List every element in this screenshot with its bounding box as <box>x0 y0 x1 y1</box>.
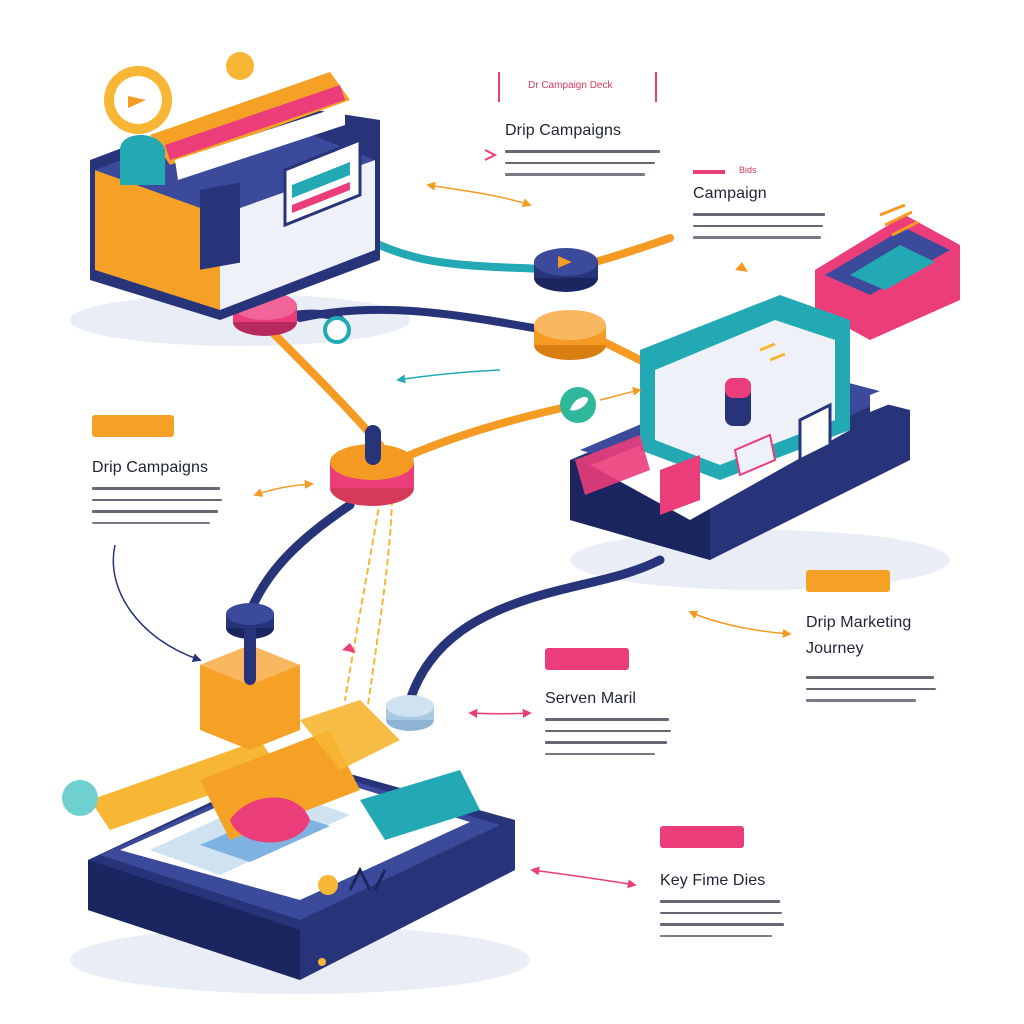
text-block-3: Drip Campaigns <box>92 415 232 533</box>
block-4-title-line2: Journey <box>806 640 864 657</box>
block-6-text-lines <box>660 900 800 938</box>
block-3-tag <box>92 415 174 437</box>
block-3-text-lines <box>92 487 232 525</box>
block-2-tag-row: Bids <box>693 165 833 179</box>
block-2-tag-bar <box>693 170 725 174</box>
block-6-title: Key Fime Dies <box>660 872 766 889</box>
node-lightblue <box>386 695 434 731</box>
text-block-4: Drip Marketing Journey <box>806 570 946 711</box>
text-block-5: Serven Maril <box>545 648 685 764</box>
top-right-card <box>735 203 960 340</box>
block-4-text-lines <box>806 676 946 702</box>
block-2-title: Campaign <box>693 185 767 202</box>
text-block-1: Drip Campaigns <box>505 118 665 185</box>
node-navy-top <box>534 248 598 292</box>
node-teal-ring <box>323 316 351 344</box>
bottom-left-device <box>62 625 515 980</box>
node-pink <box>233 292 297 336</box>
node-orange-mid <box>534 310 606 360</box>
top-left-device <box>90 52 380 320</box>
block-1-title: Drip Campaigns <box>505 122 622 139</box>
block-2-text-lines <box>693 213 833 239</box>
pipe-nodes <box>226 248 606 731</box>
text-block-6: Key Fime Dies <box>660 826 800 946</box>
block-3-title: Drip Campaigns <box>92 459 209 476</box>
connector-arrows <box>112 149 792 889</box>
header-tag-bar-left <box>498 72 500 102</box>
node-orange-large <box>330 425 414 506</box>
block-4-tag <box>806 570 890 592</box>
block-5-title: Serven Maril <box>545 690 637 707</box>
header-tag-bar-right <box>655 72 657 102</box>
block-1-text-lines <box>505 150 665 176</box>
right-laptop-device <box>570 295 910 560</box>
block-4-title: Drip Marketing <box>806 614 912 631</box>
block-5-text-lines <box>545 718 685 756</box>
text-block-2: Bids Campaign <box>693 165 833 248</box>
node-green-leaf <box>560 387 596 423</box>
block-5-tag <box>545 648 629 670</box>
block-6-tag <box>660 826 744 848</box>
header-tag-text: Dr Campaign Deck <box>528 80 613 91</box>
block-2-tag: Bids <box>739 165 757 175</box>
